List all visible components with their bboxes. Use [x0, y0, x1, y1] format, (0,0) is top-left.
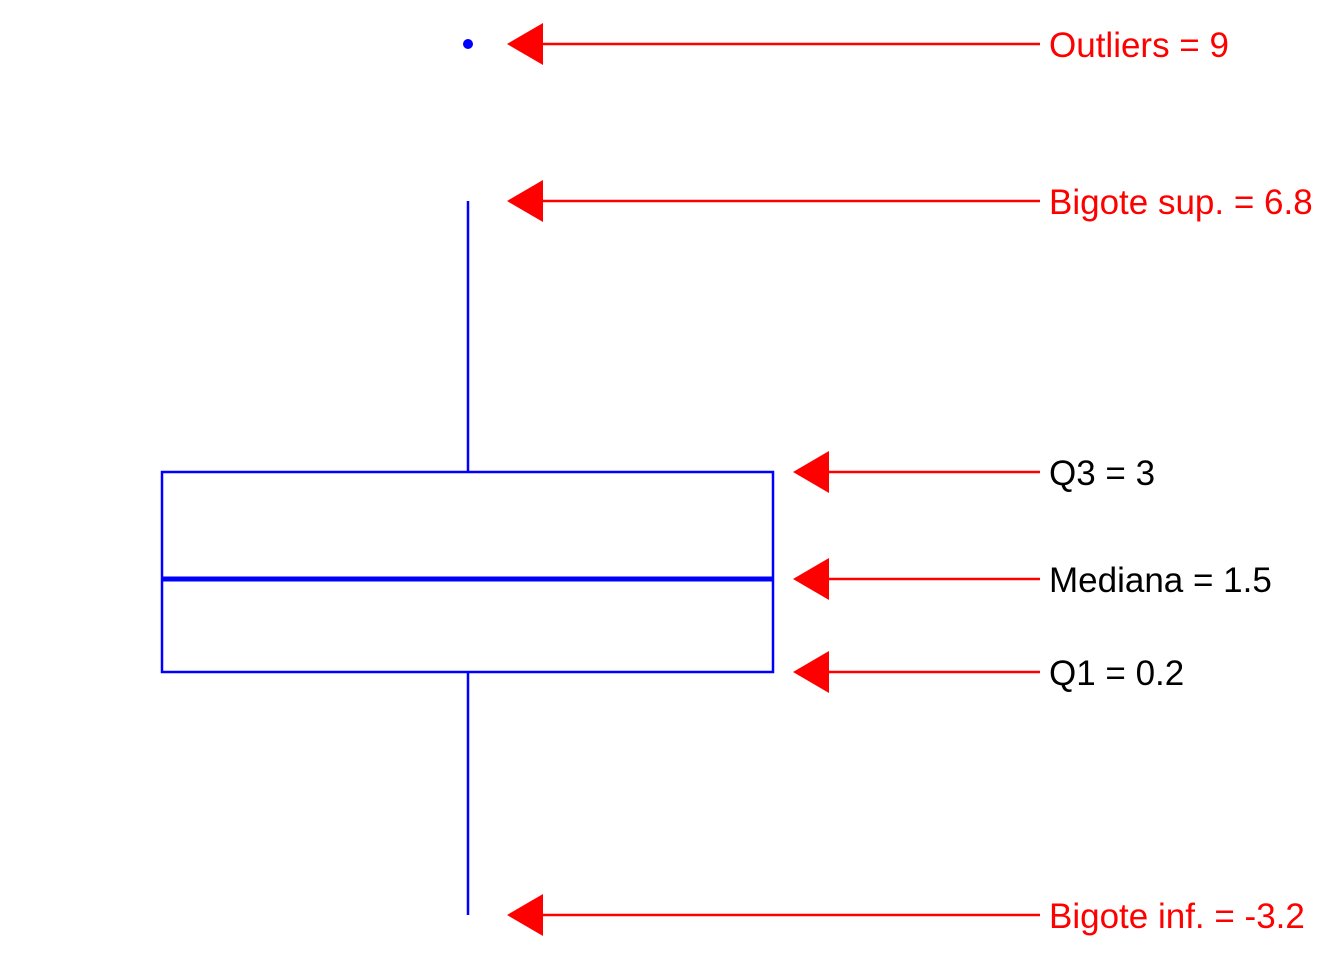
- arrow-head-icon: [507, 180, 543, 222]
- arrow-head-icon: [793, 558, 829, 600]
- annotation-upper-whisker: Bigote sup. = 6.8: [507, 180, 1313, 222]
- annotation-label: Q1 = 0.2: [1049, 654, 1184, 693]
- annotation-label: Q3 = 3: [1049, 454, 1155, 493]
- outliers-group: [463, 39, 473, 49]
- arrow-head-icon: [507, 23, 543, 65]
- arrow-head-icon: [793, 451, 829, 493]
- outlier-point: [463, 39, 473, 49]
- annotation-outliers: Outliers = 9: [507, 23, 1229, 65]
- annotation-median: Mediana = 1.5: [793, 558, 1272, 600]
- boxplot: [160, 39, 775, 915]
- arrow-head-icon: [793, 651, 829, 693]
- annotation-q1: Q1 = 0.2: [793, 651, 1184, 693]
- annotation-lower-whisker: Bigote inf. = -3.2: [507, 894, 1305, 936]
- interquartile-box: [160, 470, 775, 674]
- annotation-label: Bigote inf. = -3.2: [1049, 897, 1305, 936]
- annotation-label: Mediana = 1.5: [1049, 561, 1272, 600]
- arrow-head-icon: [507, 894, 543, 936]
- annotation-label: Outliers = 9: [1049, 26, 1229, 65]
- annotations: Outliers = 9 Bigote sup. = 6.8 Q3 = 3 Media…: [507, 23, 1313, 936]
- annotation-q3: Q3 = 3: [793, 451, 1155, 493]
- annotation-label: Bigote sup. = 6.8: [1049, 183, 1313, 222]
